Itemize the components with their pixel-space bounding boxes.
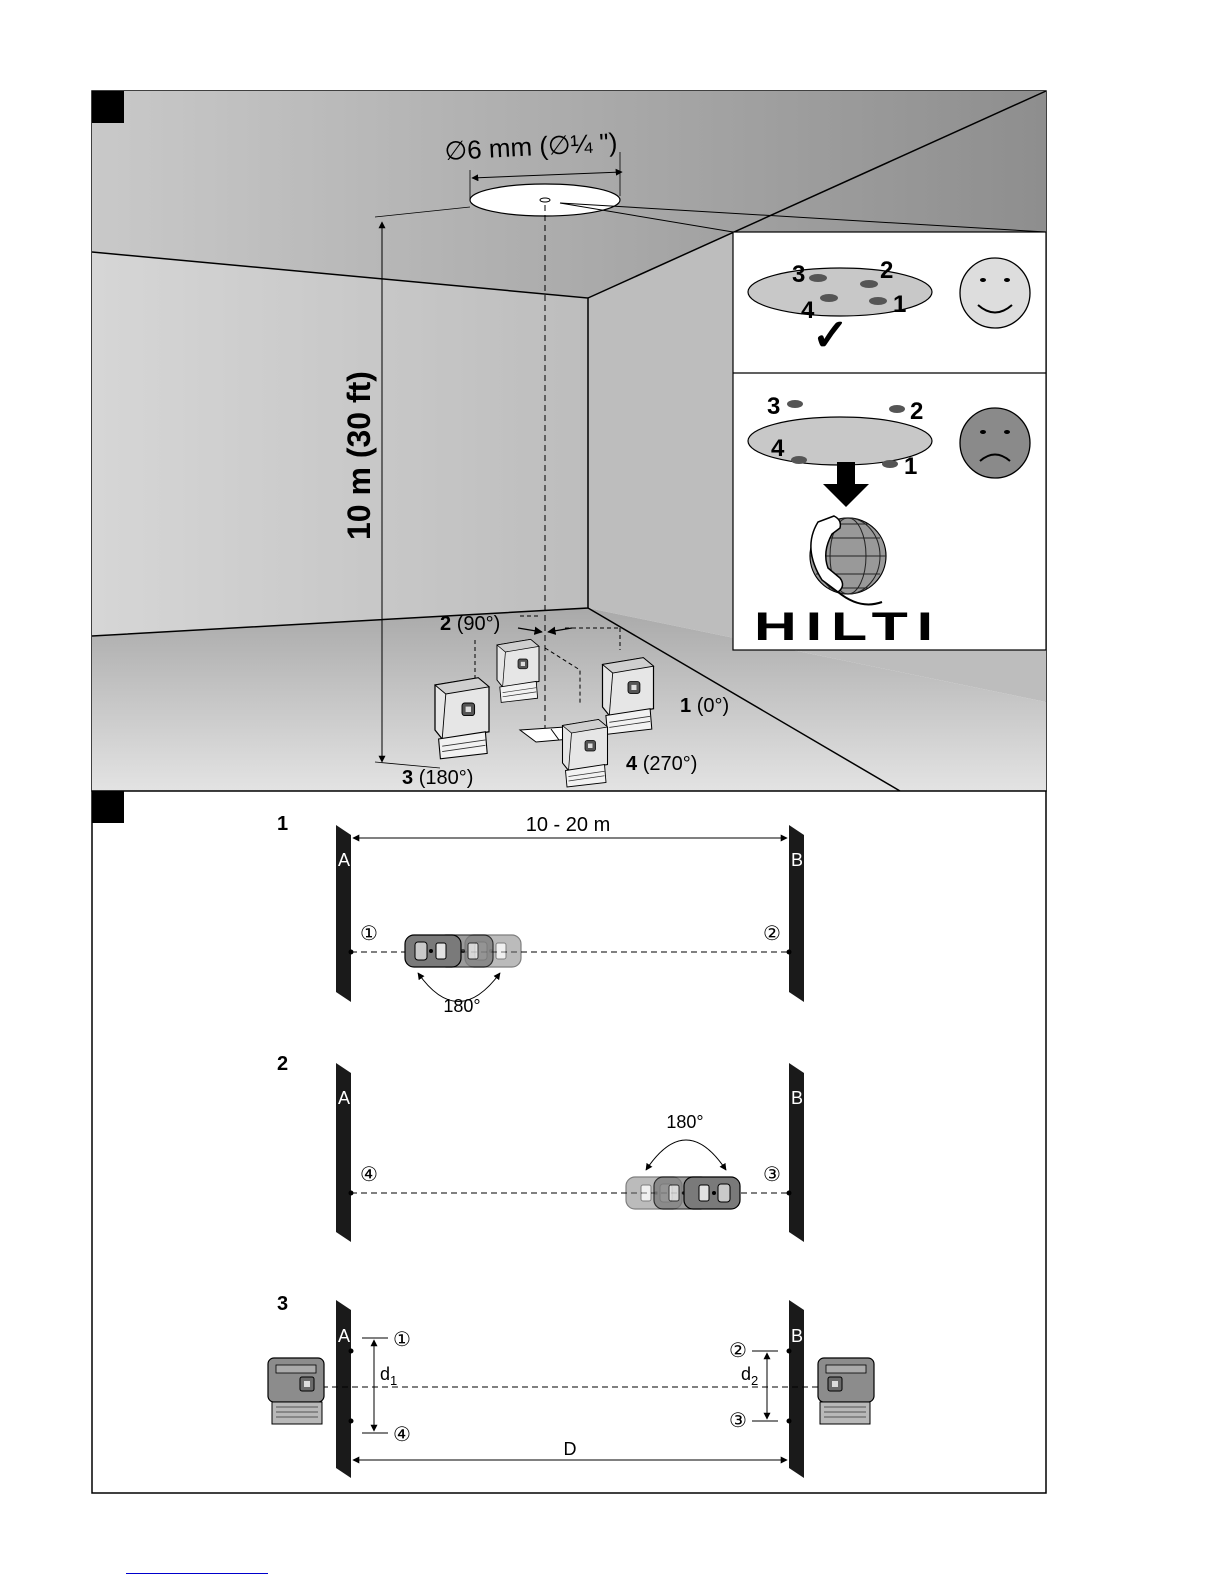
mark-4 bbox=[349, 1419, 354, 1424]
mark-2 bbox=[787, 1349, 792, 1354]
laser-tool-rotating bbox=[626, 1177, 740, 1209]
figure-b-label-box bbox=[92, 791, 124, 823]
bad-point-1-label: 1 bbox=[904, 453, 917, 480]
room-left-wall bbox=[92, 252, 588, 636]
distance-label: 10 - 20 m bbox=[526, 814, 610, 836]
figure-a: ∅6 mm (∅¼ ") 10 m (30 ft) bbox=[92, 91, 1046, 791]
laser-tool-right bbox=[818, 1358, 874, 1424]
rotation-angle-label: 180° bbox=[443, 996, 480, 1016]
mark-1-label: ① bbox=[393, 1329, 411, 1351]
sad-face-icon bbox=[960, 408, 1030, 478]
footer-link-underline[interactable] bbox=[126, 1573, 268, 1574]
mark-3 bbox=[787, 1419, 792, 1424]
mark-1-label: ① bbox=[360, 923, 378, 945]
height-label: 10 m (30 ft) bbox=[341, 371, 377, 540]
bad-point-4-label: 4 bbox=[771, 435, 785, 462]
mark-4 bbox=[349, 1191, 354, 1196]
bad-point-3-label: 3 bbox=[767, 393, 780, 420]
hilti-logo: HILTI bbox=[754, 605, 942, 649]
wall-b-label: B bbox=[791, 1326, 803, 1346]
step-1-number: 1 bbox=[277, 813, 288, 835]
happy-face-icon bbox=[960, 258, 1030, 328]
good-point-3-label: 3 bbox=[792, 261, 805, 288]
laser-tool-rotating bbox=[405, 935, 521, 967]
rotation-angle-label: 180° bbox=[666, 1112, 703, 1132]
mark-1 bbox=[349, 950, 354, 955]
step-2-number: 2 bbox=[277, 1053, 288, 1075]
figure-a-label-box bbox=[92, 91, 124, 123]
mark-3-label: ③ bbox=[763, 1164, 781, 1186]
wall-b-label: B bbox=[791, 850, 803, 870]
bad-dot-1 bbox=[882, 460, 898, 468]
wall-a-label: A bbox=[338, 1088, 350, 1108]
good-dot-2 bbox=[860, 280, 878, 288]
bad-dot-4 bbox=[791, 456, 807, 464]
ceiling-target-disc bbox=[470, 184, 620, 216]
figure-b: 1 A B 10 - 20 m ① ② 180° 2 A bbox=[92, 791, 1046, 1493]
good-dot-3 bbox=[809, 274, 827, 282]
wall-b-label: B bbox=[791, 1088, 803, 1108]
mark-1 bbox=[349, 1349, 354, 1354]
position-2-label: 2 (90°) bbox=[440, 613, 500, 635]
step-3-number: 3 bbox=[277, 1293, 288, 1315]
mark-4-label: ④ bbox=[360, 1164, 378, 1186]
wall-a-label: A bbox=[338, 1326, 350, 1346]
mark-2-label: ② bbox=[729, 1340, 747, 1362]
mark-4-label: ④ bbox=[393, 1424, 411, 1446]
mark-3 bbox=[787, 1191, 792, 1196]
good-dot-1 bbox=[869, 297, 887, 305]
mark-2-label: ② bbox=[763, 923, 781, 945]
laser-tool-left bbox=[268, 1358, 324, 1424]
position-4-label: 4 (270°) bbox=[626, 753, 697, 775]
bad-dot-2 bbox=[889, 405, 905, 413]
good-point-2-label: 2 bbox=[880, 257, 893, 284]
figure-b-frame bbox=[92, 791, 1046, 1493]
mark-3-label: ③ bbox=[729, 1410, 747, 1432]
wall-a-label: A bbox=[338, 850, 350, 870]
bad-dot-3 bbox=[787, 400, 803, 408]
D-label: D bbox=[564, 1439, 577, 1459]
check-mark-icon: ✓ bbox=[812, 311, 849, 360]
position-3-label: 3 (180°) bbox=[402, 767, 473, 789]
result-inset: 3 2 4 1 ✓ 3 2 4 bbox=[733, 232, 1046, 650]
position-1-label: 1 (0°) bbox=[680, 695, 729, 717]
good-point-1-label: 1 bbox=[893, 291, 906, 318]
mark-2 bbox=[787, 950, 792, 955]
good-dot-4 bbox=[820, 294, 838, 302]
bad-point-2-label: 2 bbox=[910, 398, 923, 425]
laser-position-3 bbox=[435, 678, 489, 759]
